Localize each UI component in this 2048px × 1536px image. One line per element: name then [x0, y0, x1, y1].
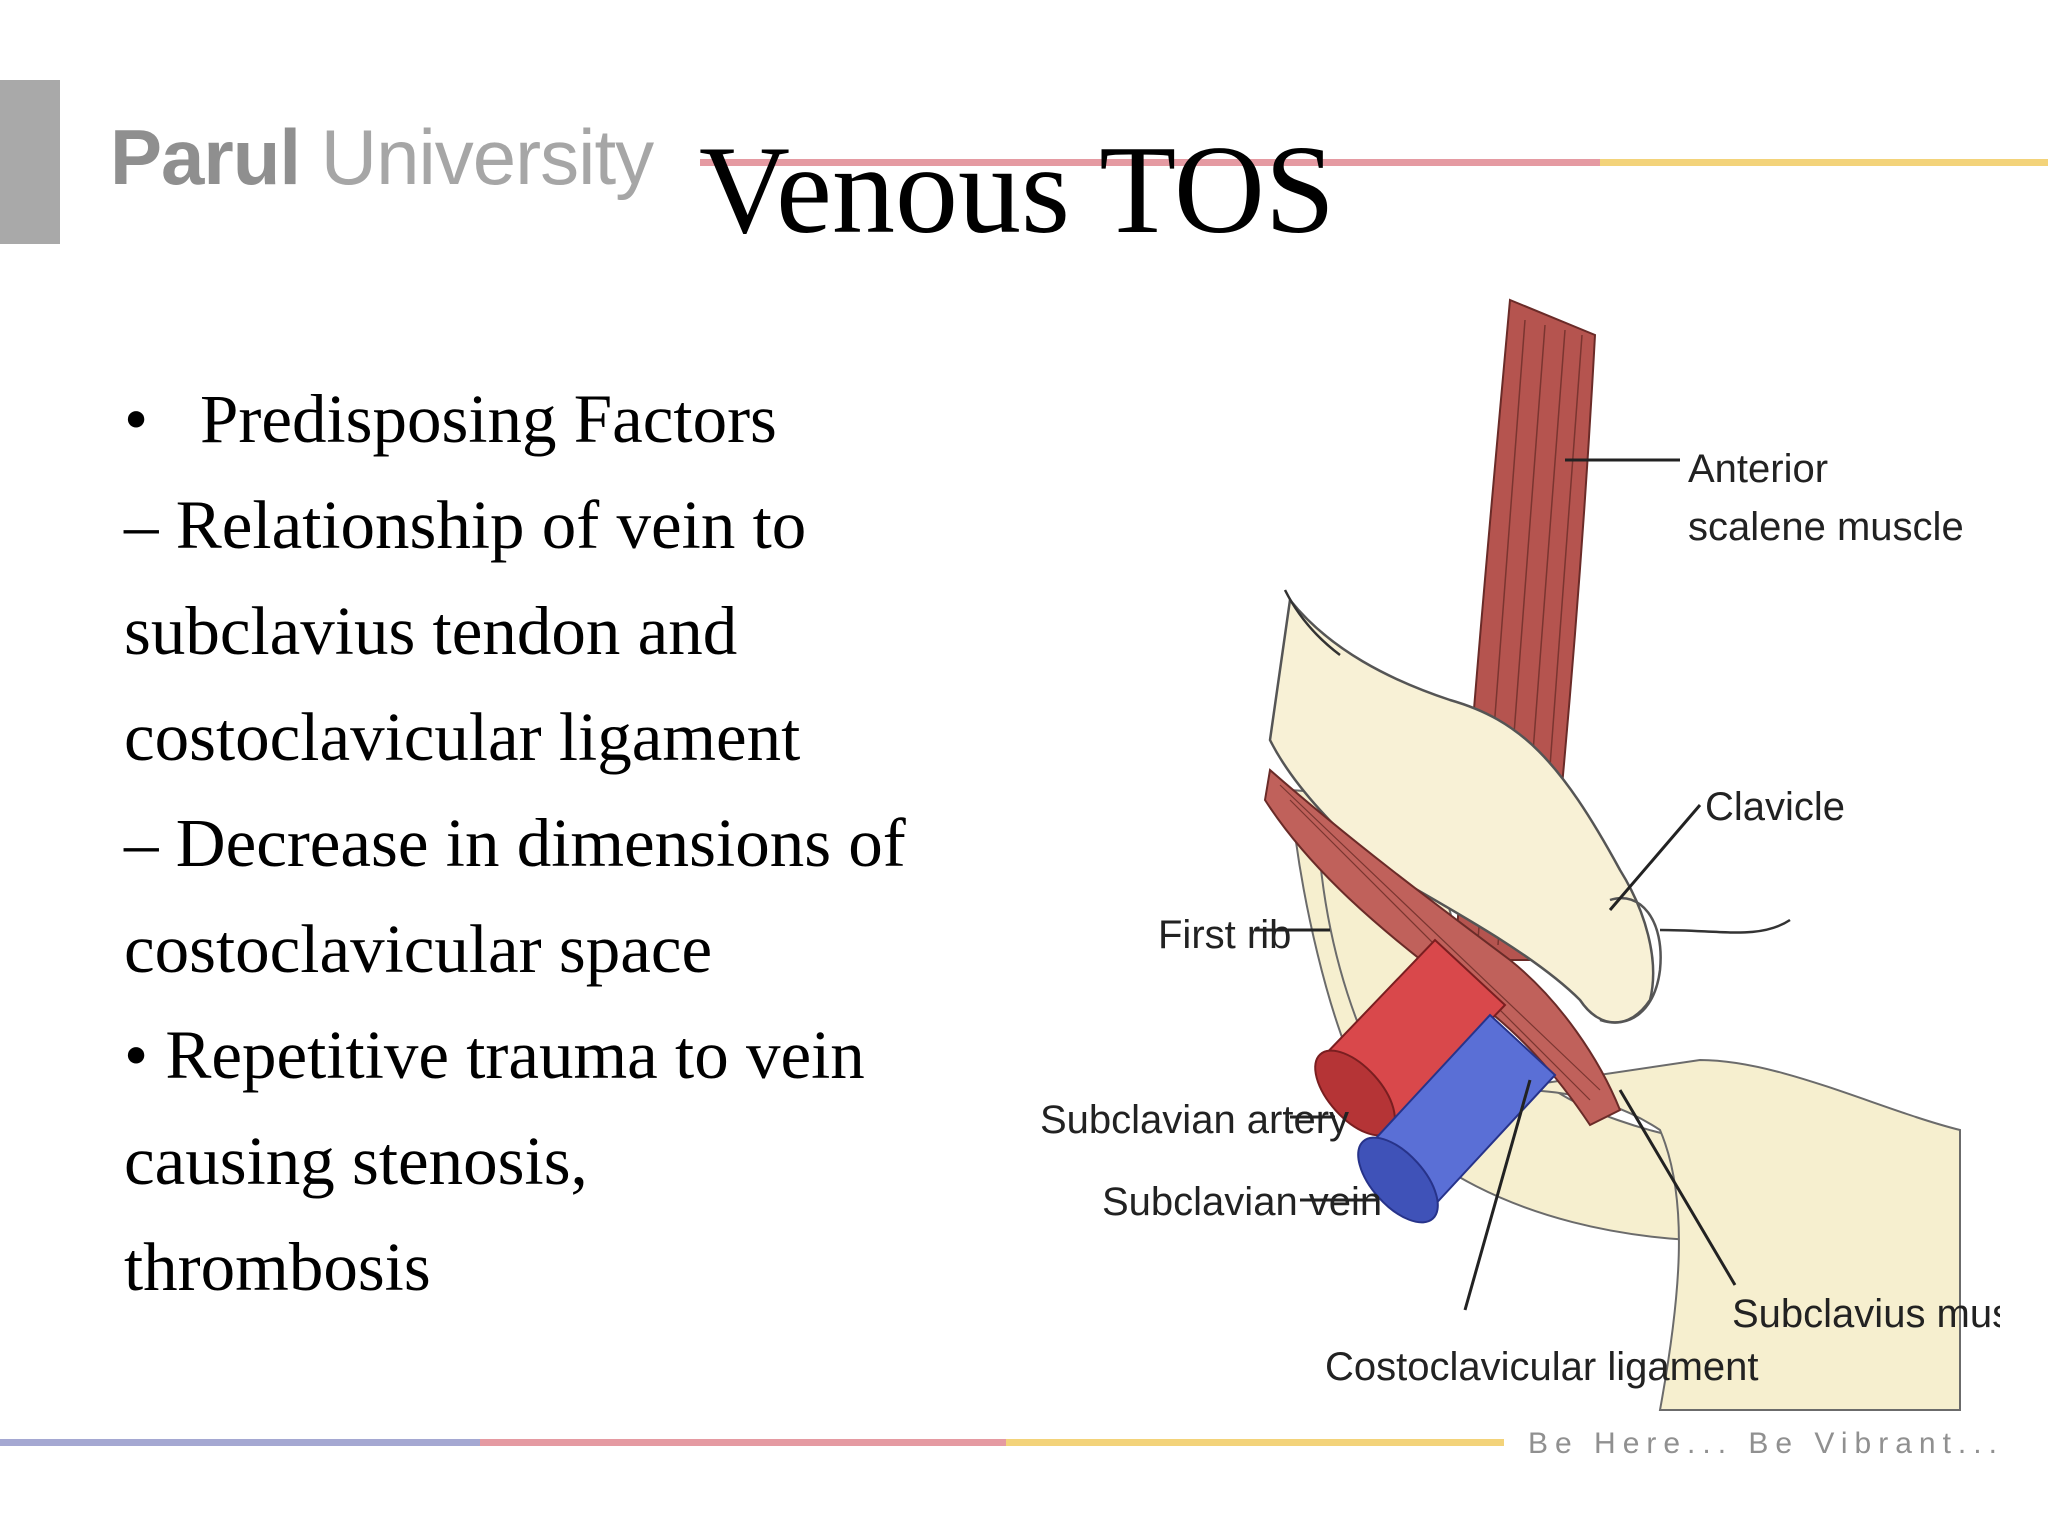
- label-anterior-scalene-line2: scalene muscle: [1688, 505, 1964, 549]
- list-item: subclavius tendon and: [124, 593, 738, 669]
- list-item: • Predisposing Factors: [124, 366, 1024, 472]
- slide-title-text: Venous TOS: [699, 121, 1335, 260]
- label-first-rib: First rib: [1158, 913, 1291, 957]
- label-subclavius-muscle: Subclavius muscle: [1732, 1292, 2000, 1336]
- list-item: causing stenosis,: [124, 1123, 588, 1199]
- upper-contour: [1283, 589, 1341, 656]
- label-subclavian-artery: Subclavian artery: [1040, 1098, 1349, 1142]
- list-item-text: Predisposing Factors: [200, 381, 777, 457]
- clavicle-head: [1599, 896, 1662, 1024]
- header-divider-red: [700, 159, 1600, 166]
- list-item: thrombosis: [124, 1229, 431, 1305]
- bullet-marker: •: [124, 381, 149, 457]
- logo-bar: [0, 80, 60, 244]
- slide-title: Venous TOS: [0, 128, 2048, 254]
- list-item: – Decrease in dimensions of: [124, 805, 906, 881]
- footer-divider-yellow: [1006, 1439, 1504, 1446]
- label-anterior-scalene-line1: Anterior: [1688, 447, 1828, 491]
- subclavian-vein-opening: [1357, 1136, 1439, 1224]
- list-item: costoclavicular ligament: [124, 699, 801, 775]
- label-clavicle: Clavicle: [1705, 785, 1845, 829]
- footer-tagline: Be Here... Be Vibrant...: [1528, 1427, 2004, 1460]
- list-item: – Relationship of vein to: [124, 487, 807, 563]
- footer-divider-red: [480, 1439, 1006, 1446]
- header-divider-yellow: [1600, 159, 2048, 166]
- label-subclavian-vein: Subclavian vein: [1102, 1180, 1382, 1224]
- shoulder-contour: [1659, 918, 1791, 934]
- footer-divider-blue: [0, 1439, 480, 1446]
- list-item: • Repetitive trauma to vein: [124, 1017, 865, 1093]
- anatomy-illustration: Anterior scalene muscle Clavicle First r…: [1040, 298, 2000, 1411]
- list-item: costoclavicular space: [124, 911, 713, 987]
- logo-regular-text: University: [320, 113, 654, 201]
- label-costoclavicular-ligament: Costoclavicular ligament: [1325, 1345, 1759, 1389]
- logo-bold-text: Parul: [110, 113, 301, 201]
- bullet-list: • Predisposing Factors – Relationship of …: [124, 366, 1024, 1320]
- university-logo: Parul University: [110, 112, 654, 203]
